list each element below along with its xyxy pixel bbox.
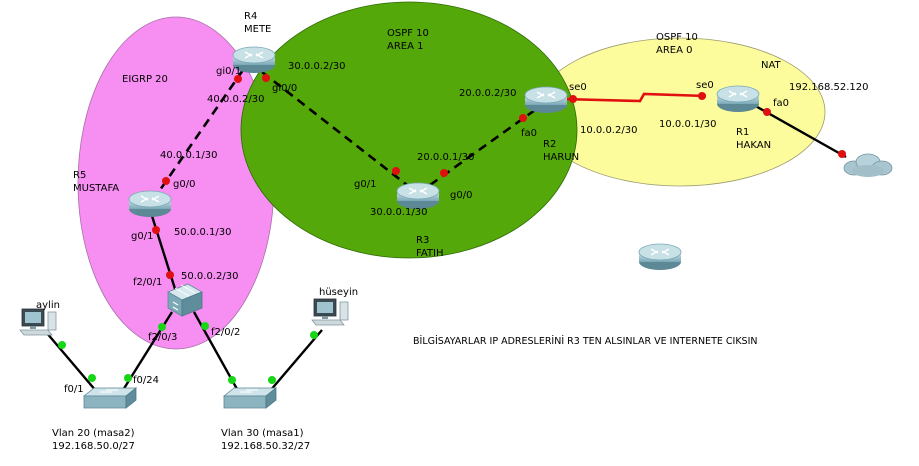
port-sw-f202 — [201, 322, 209, 330]
port-r1-se0 — [698, 92, 706, 100]
r5-ip-sw-label: 50.0.0.1/30 — [174, 227, 231, 238]
area1-title-line1: OSPF 10 — [387, 28, 429, 39]
router-r2[interactable] — [524, 86, 568, 113]
port-r3-g01 — [392, 167, 400, 175]
sw-f203-label: f2/0/3 — [148, 332, 177, 343]
r2-ip-r3-label: 20.0.0.2/30 — [459, 88, 516, 99]
port-aylin — [58, 341, 66, 349]
r1-se0-label: se0 — [696, 80, 714, 91]
instruction-note: BİLGİSAYARLAR IP ADRESLERİNİ R3 TEN ALSI… — [413, 336, 758, 347]
port-r3-g00 — [440, 169, 448, 177]
port-r4-gi01 — [234, 75, 242, 83]
r2-fa0-label: fa0 — [521, 128, 537, 139]
port-swright-b — [268, 376, 276, 384]
port-cloud — [838, 150, 846, 158]
nat-ip-label: 192.168.52.120 — [789, 82, 869, 93]
swleft-subnet-label: 192.168.50.0/27 — [52, 441, 135, 452]
r1-ip-label: 10.0.0.1/30 — [659, 119, 716, 130]
link-pc-huseyin-swright[interactable] — [263, 329, 323, 399]
r3-host: FATIH — [416, 248, 443, 259]
r3-ip-r2-label: 20.0.0.1/30 — [417, 152, 474, 163]
r1-fa0-label: fa0 — [773, 98, 789, 109]
swl-f01-label: f0/1 — [64, 384, 84, 395]
r4-ip-r3-label: 30.0.0.2/30 — [288, 61, 345, 72]
r4-ip-r5-label: 40.0.0.2/30 — [207, 94, 264, 105]
r1-host: HAKAN — [736, 140, 771, 151]
r4-gi00-label: gi0/0 — [272, 83, 297, 94]
link-r4-r5[interactable] — [158, 69, 245, 191]
port-r2-se0 — [569, 95, 577, 103]
area-ospf-area0 — [534, 37, 826, 187]
area-ospf-area1 — [240, 1, 578, 259]
port-r5-g00 — [162, 177, 170, 185]
area0-title-line2: AREA 0 — [656, 45, 693, 56]
r3-name: R3 — [416, 235, 429, 246]
area0-title-line1: OSPF 10 — [656, 32, 698, 43]
switch-vlan20[interactable] — [82, 387, 138, 409]
port-r4-gi00 — [262, 74, 270, 82]
port-sw-f201 — [166, 271, 174, 279]
nat-label: NAT — [761, 60, 782, 71]
r3-g01-label: g0/1 — [354, 179, 376, 190]
link-r4-r3[interactable] — [261, 70, 408, 187]
port-sw-f203 — [158, 323, 166, 331]
r4-gi01-label: gi0/1 — [216, 66, 241, 77]
switch-vlan30[interactable] — [222, 387, 278, 409]
sw-f202-label: f2/0/2 — [211, 327, 240, 338]
r5-g00-label: g0/0 — [173, 179, 195, 190]
pc-aylin-icon[interactable] — [19, 308, 57, 336]
r2-name: R2 — [543, 139, 556, 150]
port-r1-fa0 — [763, 108, 771, 116]
swleft-vlan-label: Vlan 20 (masa2) — [52, 428, 135, 439]
r1-name: R1 — [736, 127, 749, 138]
sw-ip-label: 50.0.0.2/30 — [181, 271, 238, 282]
r5-g01-label: g0/1 — [131, 231, 153, 242]
router-r5[interactable] — [128, 190, 172, 217]
r4-host: METE — [244, 24, 271, 35]
link-r2-r1-serial[interactable] — [561, 92, 707, 103]
r2-ip-r1-label: 10.0.0.2/30 — [580, 125, 637, 136]
r3-ip-r4-label: 30.0.0.1/30 — [370, 207, 427, 218]
swright-subnet-label: 192.168.50.32/27 — [221, 441, 310, 452]
port-huseyin — [310, 331, 318, 339]
r5-name: R5 — [73, 170, 86, 181]
router-r4[interactable] — [232, 46, 276, 73]
sw-f201-label: f2/0/1 — [133, 277, 162, 288]
port-r5-g01 — [152, 226, 160, 234]
link-pc-aylin-swleft[interactable] — [45, 331, 103, 399]
port-r2-fa0 — [519, 114, 527, 122]
r5-host: MUSTAFA — [73, 183, 119, 194]
router-r1[interactable] — [716, 85, 760, 112]
swl-f024-label: f0/24 — [133, 375, 159, 386]
port-indicators — [58, 74, 846, 384]
area-eigrp-label: EIGRP 20 — [122, 74, 168, 85]
port-swleft-f024 — [124, 374, 132, 382]
r5-ip-r4-label: 40.0.0.1/30 — [160, 150, 217, 161]
pc-huseyin-label: hüseyin — [319, 287, 358, 298]
pc-aylin-label: aylin — [36, 300, 60, 311]
r2-host: HARUN — [543, 152, 579, 163]
r2-se0-label: se0 — [569, 82, 587, 93]
r3-g00-label: g0/0 — [450, 190, 472, 201]
port-swleft-f01 — [88, 374, 96, 382]
swright-vlan-label: Vlan 30 (masa1) — [221, 428, 304, 439]
internet-cloud-icon[interactable] — [843, 153, 893, 177]
area1-title-line2: AREA 1 — [387, 41, 424, 52]
pc-huseyin-icon[interactable] — [311, 298, 349, 326]
multilayer-switch[interactable] — [167, 283, 203, 317]
port-swright-a — [228, 376, 236, 384]
router-unlinked[interactable] — [638, 243, 682, 270]
r4-name: R4 — [244, 11, 257, 22]
router-r3[interactable] — [396, 182, 440, 209]
